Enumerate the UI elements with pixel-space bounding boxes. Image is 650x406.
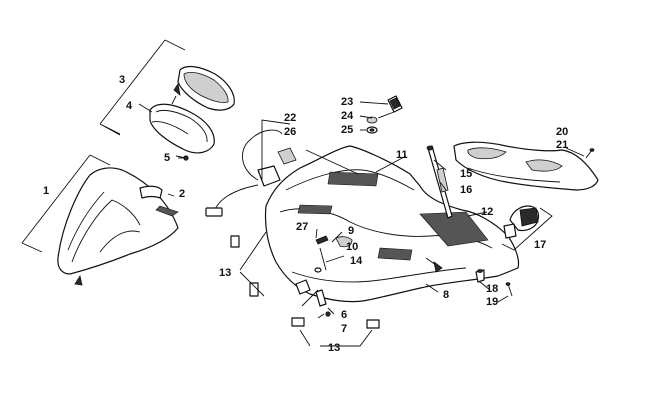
gauge-assembly [149, 65, 235, 161]
side-panel-part [453, 141, 599, 191]
callout-2: 2 [179, 188, 185, 200]
callout-3: 3 [119, 74, 125, 86]
bolt-part [314, 235, 331, 317]
fastener-part [475, 269, 513, 297]
callout-labels: 1 2 3 4 5 6 7 8 9 10 11 12 13 13 14 15 1… [43, 74, 568, 354]
switch-knob-part [503, 205, 540, 239]
callout-6: 6 [341, 309, 347, 321]
callout-16: 16 [460, 184, 472, 196]
windshield-part [57, 167, 179, 286]
callout-22: 22 [284, 112, 296, 124]
callout-10: 10 [346, 241, 358, 253]
bracket-1 [21, 154, 111, 253]
callout-17: 17 [534, 239, 546, 251]
callout-13-bottom: 13 [328, 342, 340, 354]
wiring-harness-part [205, 129, 297, 217]
callout-11: 11 [396, 149, 408, 161]
callout-14: 14 [350, 255, 363, 267]
bracket-3 [99, 39, 186, 136]
bracket-17 [501, 207, 553, 251]
callout-15: 15 [460, 168, 472, 180]
callout-5: 5 [164, 152, 170, 164]
callout-24: 24 [341, 110, 354, 122]
callout-18: 18 [486, 283, 498, 295]
hood-console-part [264, 145, 520, 303]
callout-26: 26 [284, 126, 296, 138]
callout-1: 1 [43, 185, 49, 197]
callout-4: 4 [126, 100, 133, 112]
callout-25: 25 [341, 124, 353, 136]
callout-9: 9 [348, 225, 354, 237]
callout-20: 20 [556, 126, 568, 138]
callout-7: 7 [341, 323, 347, 335]
callout-23: 23 [341, 96, 353, 108]
callout-19: 19 [486, 296, 498, 308]
callout-27: 27 [296, 221, 308, 233]
callout-21: 21 [556, 139, 568, 151]
callout-8: 8 [443, 289, 449, 301]
callout-13-left: 13 [219, 267, 231, 279]
leader-lines [138, 101, 585, 347]
callout-12: 12 [481, 206, 493, 218]
screw-set-part [366, 95, 403, 134]
